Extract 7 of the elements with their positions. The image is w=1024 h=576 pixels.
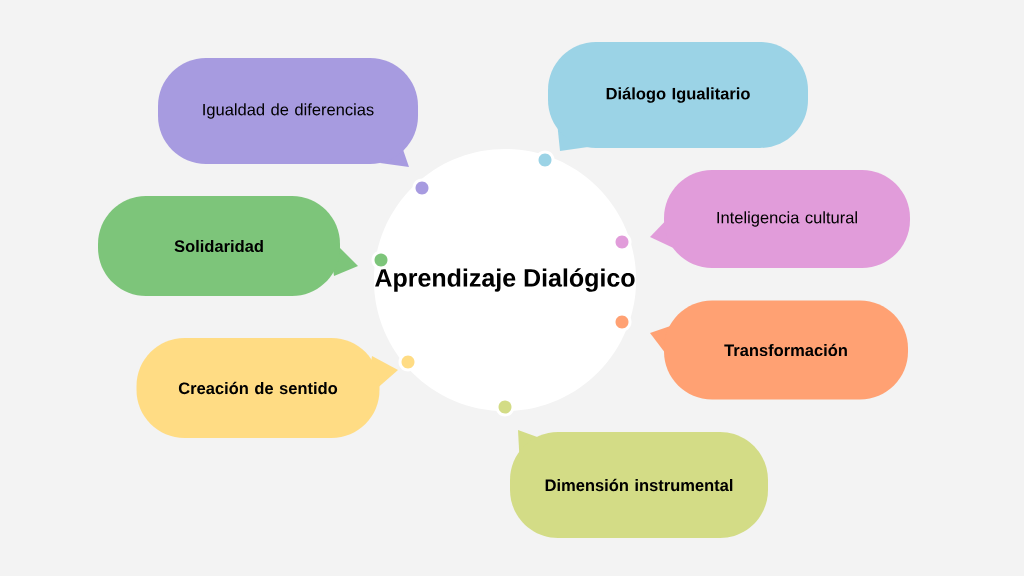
speech-bubble: Solidaridad bbox=[98, 196, 358, 296]
speech-bubble: Creación de sentido bbox=[136, 338, 398, 438]
speech-bubble: Dimensión instrumental bbox=[510, 430, 768, 538]
speech-bubble: Transformación bbox=[650, 300, 908, 400]
speech-bubble: Diálogo Igualitario bbox=[548, 42, 808, 151]
speech-bubble: Inteligencia cultural bbox=[650, 170, 910, 268]
speech-bubble: Igualdad de diferencias bbox=[158, 58, 418, 167]
